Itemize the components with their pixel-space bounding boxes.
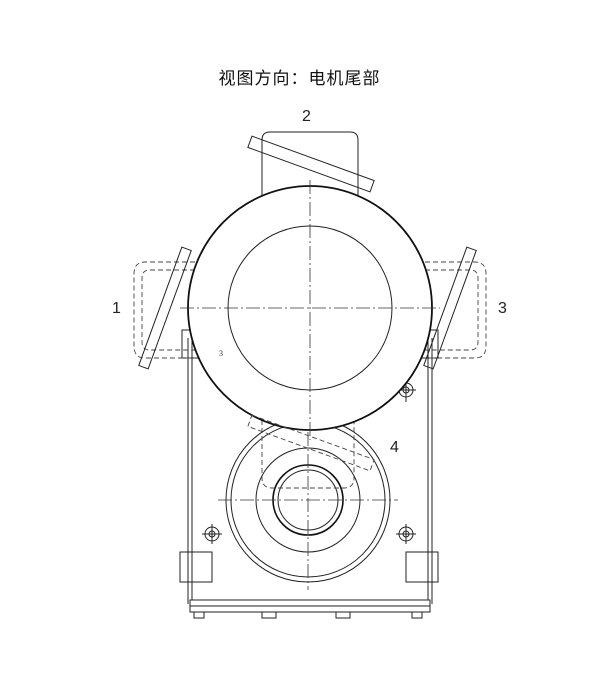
cable-gland-3 <box>423 246 477 370</box>
diagram-title: 视图方向：电机尾部 <box>218 69 381 89</box>
cable-gland-2 <box>247 135 375 193</box>
gearbox-housing <box>179 329 439 619</box>
bolt-icon <box>202 524 222 544</box>
bolt-icon <box>396 524 416 544</box>
position-label-2: 2 <box>302 108 311 125</box>
motor-end-cover <box>180 180 440 440</box>
position-label-1: 1 <box>112 300 121 317</box>
small-mark: 3 <box>219 349 223 358</box>
position-label-3: 3 <box>498 300 507 317</box>
terminal-box-side-right <box>425 261 487 359</box>
position-label-4: 4 <box>390 439 399 456</box>
cable-gland-4 <box>247 414 375 472</box>
bolt-icons <box>202 380 416 544</box>
output-shaft <box>218 410 398 590</box>
terminal-box-top <box>261 131 359 200</box>
cable-gland-1 <box>138 246 192 370</box>
terminal-box-side-left <box>133 261 195 359</box>
